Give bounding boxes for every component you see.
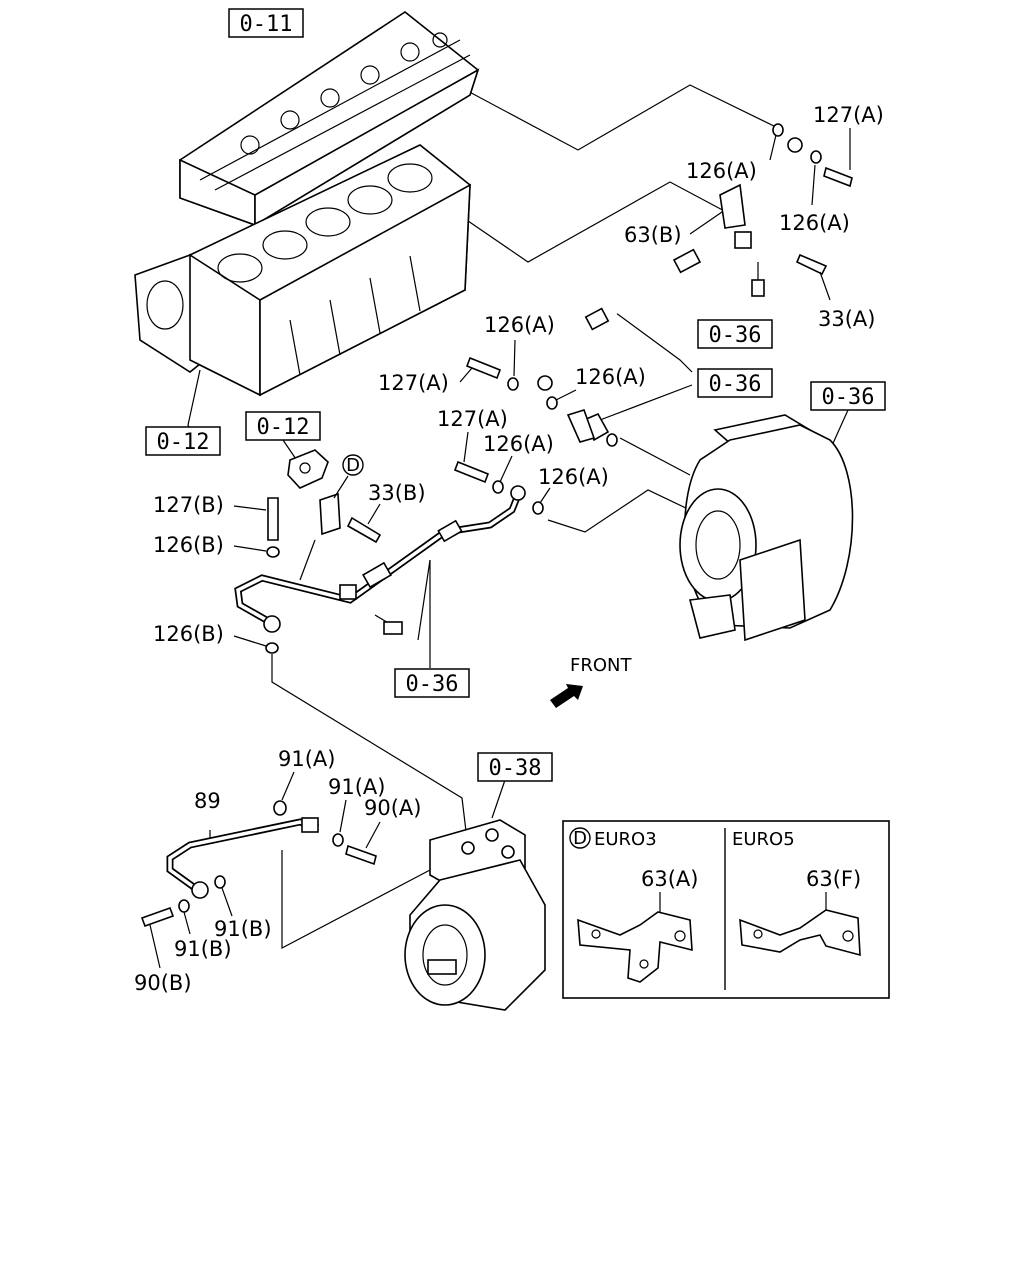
connection-lines (187, 84, 849, 949)
callout-126a-right[interactable]: 126(A) (779, 211, 850, 235)
inset-part-eur05[interactable]: 63(F) (806, 867, 861, 891)
callout-127a-low[interactable]: 127(A) (437, 407, 508, 431)
ref-box-0-36-turbo[interactable]: 0-36 (810, 381, 886, 411)
ref-box-label: 0-12 (157, 430, 210, 455)
callout-126b-1[interactable]: 126(B) (153, 533, 224, 557)
d-marker: D (333, 454, 364, 499)
front-indicator: FRONT (550, 655, 632, 708)
fasteners (140, 123, 853, 928)
ref-box-label: 0-36 (709, 372, 762, 397)
callout-127a-mid[interactable]: 127(A) (378, 371, 449, 395)
callout-127a-top[interactable]: 127(A) (813, 103, 884, 127)
inset-part-eur03[interactable]: 63(A) (641, 867, 698, 891)
part-callouts: 127(A) 126(A) 126(A) 63(B) 33(A) 126(A) … (134, 103, 884, 995)
d-marker-label: D (346, 455, 360, 476)
front-arrow-icon (550, 684, 583, 708)
ref-box-0-12-bracket[interactable]: 0-12 (245, 411, 321, 441)
callout-126a-low2[interactable]: 126(A) (538, 465, 609, 489)
turbocharger (566, 409, 854, 642)
ref-box-0-38[interactable]: 0-38 (477, 752, 553, 782)
callout-126a-top[interactable]: 126(A) (686, 159, 757, 183)
callout-91b-1[interactable]: 91(B) (214, 917, 272, 941)
callout-126a-mid2[interactable]: 126(A) (575, 365, 646, 389)
air-pipe (166, 817, 320, 899)
callout-126b-2[interactable]: 126(B) (153, 622, 224, 646)
ref-box-label: 0-12 (257, 415, 310, 440)
ref-box-0-36-upper[interactable]: 0-36 (697, 319, 773, 349)
cylinder-head (179, 11, 480, 227)
air-compressor (404, 819, 546, 1011)
callout-91a-2[interactable]: 91(A) (328, 775, 385, 799)
callout-90b[interactable]: 90(B) (134, 971, 192, 995)
bracket-parts (287, 449, 341, 581)
inset-marker: D (573, 828, 587, 849)
callout-91a-1[interactable]: 91(A) (278, 747, 335, 771)
lower-oil-pipe (234, 485, 526, 635)
cylinder-block (134, 144, 471, 397)
callout-63b[interactable]: 63(B) (624, 223, 682, 247)
ref-box-label: 0-36 (709, 323, 762, 348)
callout-91b-2[interactable]: 91(B) (174, 937, 232, 961)
upper-oil-pipe (537, 137, 803, 391)
callout-90a[interactable]: 90(A) (364, 796, 421, 820)
ref-box-label: 0-38 (489, 756, 542, 781)
ref-box-0-36-lower[interactable]: 0-36 (394, 668, 470, 698)
ref-box-0-36-mid[interactable]: 0-36 (697, 368, 773, 398)
inset-variants: D EURO3 EURO5 63(A) 63(F) (562, 820, 890, 999)
callout-126a-low1[interactable]: 126(A) (483, 432, 554, 456)
ref-box-0-12-block[interactable]: 0-12 (145, 426, 221, 456)
callout-126a-mid1[interactable]: 126(A) (484, 313, 555, 337)
front-label: FRONT (570, 655, 632, 676)
callout-33a[interactable]: 33(A) (818, 307, 875, 331)
ref-box-0-11[interactable]: 0-11 (228, 8, 304, 38)
ref-box-label: 0-36 (406, 672, 459, 697)
callout-33b[interactable]: 33(B) (368, 481, 426, 505)
ref-box-label: 0-11 (240, 12, 293, 37)
ref-box-label: 0-36 (822, 385, 875, 410)
inset-eur05-label: EURO5 (732, 829, 795, 850)
inset-eur03-label: EURO3 (594, 829, 657, 850)
callout-89[interactable]: 89 (194, 789, 221, 813)
callout-127b[interactable]: 127(B) (153, 493, 224, 517)
